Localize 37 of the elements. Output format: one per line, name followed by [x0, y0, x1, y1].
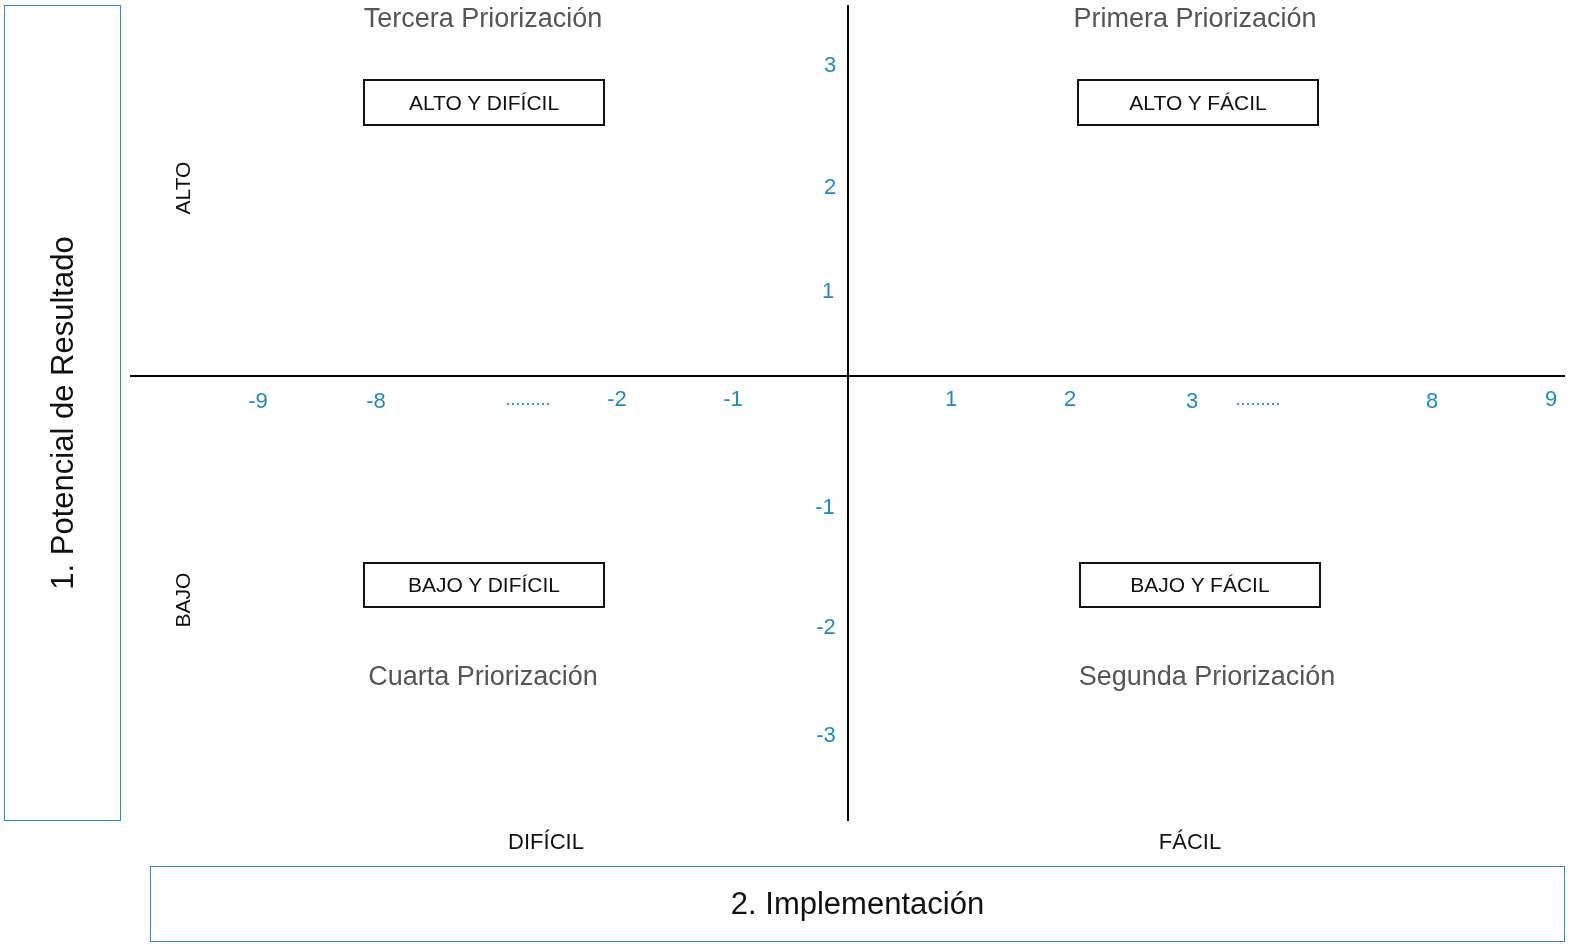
- ellipsis-dots: .........: [505, 388, 551, 410]
- tick-label: -1: [723, 386, 743, 412]
- quadrant-box: [1079, 562, 1321, 608]
- tick-label: 2: [1063, 386, 1077, 412]
- tick-label: -9: [248, 388, 268, 414]
- tick-label: 9: [1544, 386, 1558, 412]
- axis-title: 2. Implementación: [730, 886, 985, 922]
- axis-title: 1. Potencial de Resultado: [44, 236, 81, 590]
- tick-label: 2: [823, 174, 837, 200]
- level-label: BAJO: [171, 572, 195, 628]
- quadrant-label: ALTO Y DIFÍCIL: [408, 90, 560, 115]
- tick-label: -1: [815, 494, 835, 520]
- quadrant-box: [1077, 79, 1319, 126]
- quadrant-priority-title: Segunda Priorización: [1078, 660, 1336, 692]
- axis-title-box: [150, 866, 1565, 942]
- level-label: DIFÍCIL: [508, 829, 584, 855]
- axis-title-box: [4, 5, 121, 821]
- quadrant-priority-title: Primera Priorización: [1073, 2, 1317, 34]
- tick-label: 1: [944, 386, 958, 412]
- tick-label: -3: [816, 722, 836, 748]
- quadrant-label: BAJO Y DIFÍCIL: [407, 573, 561, 597]
- quadrant-priority-title: Tercera Priorización: [363, 2, 603, 34]
- tick-label: -2: [607, 386, 627, 412]
- tick-label: 3: [823, 52, 837, 78]
- tick-label: 8: [1425, 388, 1439, 414]
- quadrant-box: [363, 562, 605, 608]
- quadrant-label: BAJO Y FÁCIL: [1130, 573, 1270, 597]
- quadrant-priority-title: Cuarta Priorización: [368, 660, 598, 692]
- level-label: ALTO: [171, 161, 195, 215]
- tick-label: 3: [1185, 388, 1199, 414]
- level-label: FÁCIL: [1158, 829, 1222, 855]
- tick-label: -8: [366, 388, 386, 414]
- quadrant-box: [363, 79, 605, 126]
- tick-label: 1: [821, 278, 835, 304]
- tick-label: -2: [816, 614, 836, 640]
- ellipsis-dots: .........: [1235, 388, 1281, 410]
- quadrant-label: ALTO Y FÁCIL: [1129, 90, 1267, 115]
